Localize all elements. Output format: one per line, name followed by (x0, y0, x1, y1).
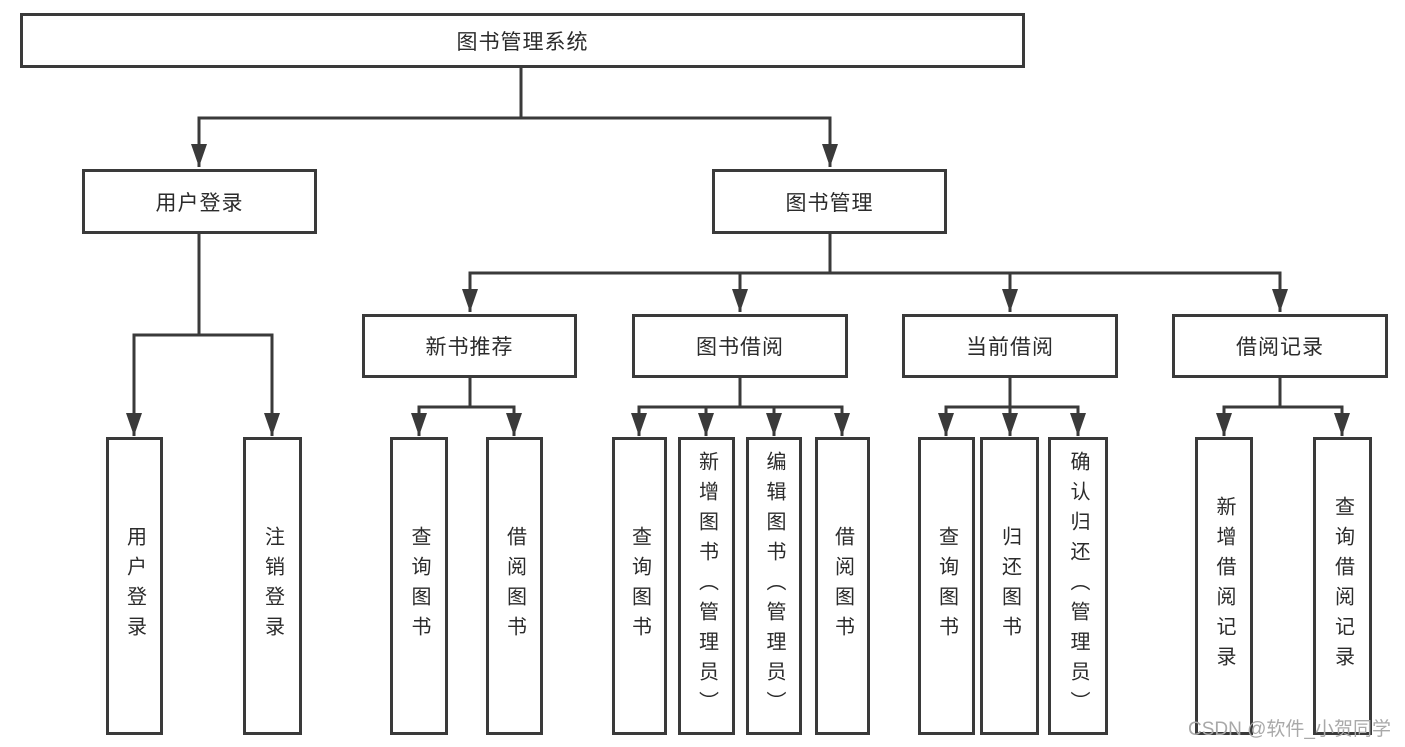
node-root-system: 图书管理系统 (20, 13, 1025, 68)
connector-book-borrow-children (631, 378, 850, 436)
leaf-query-books-borrow: 查询图书 (612, 437, 667, 735)
leaf-borrow-books-label: 借阅图书 (831, 526, 854, 646)
leaf-confirm-return-admin: 确认归还（管理员） (1048, 437, 1108, 735)
leaf-borrow-books-recommend: 借阅图书 (486, 437, 543, 735)
leaf-confirm-return-admin-label: 确认归还（管理员） (1067, 451, 1089, 721)
node-current-borrow: 当前借阅 (902, 314, 1118, 378)
connector-user-login-children (126, 234, 280, 436)
connector-current-borrow-children (938, 378, 1086, 436)
watermark: CSDN @软件_小贺同学 (1188, 719, 1391, 740)
leaf-add-books-admin-label: 新增图书（管理员） (695, 451, 718, 721)
leaf-user-login-label: 用户登录 (123, 526, 146, 646)
leaf-query-borrow-record: 查询借阅记录 (1313, 437, 1372, 735)
leaf-edit-books-admin: 编辑图书（管理员） (746, 437, 802, 735)
leaf-add-borrow-record-label: 新增借阅记录 (1213, 496, 1235, 676)
node-root-label: 图书管理系统 (456, 30, 589, 54)
leaf-query-borrow-record-label: 查询借阅记录 (1331, 496, 1354, 676)
node-book-management: 图书管理 (712, 169, 947, 234)
leaf-user-login: 用户登录 (106, 437, 163, 735)
leaf-logout-label: 注销登录 (261, 526, 284, 646)
connector-root-to-level2 (191, 68, 838, 167)
leaf-query-books-current: 查询图书 (918, 437, 975, 735)
leaf-borrow-books: 借阅图书 (815, 437, 870, 735)
leaf-edit-books-admin-label: 编辑图书（管理员） (763, 451, 785, 721)
connector-book-management-children (462, 234, 1288, 312)
leaf-query-books-recommend-label: 查询图书 (408, 526, 430, 646)
leaf-return-books-label: 归还图书 (998, 526, 1021, 646)
node-new-book-recommend-label: 新书推荐 (425, 336, 514, 359)
node-user-login: 用户登录 (82, 169, 317, 234)
leaf-logout: 注销登录 (243, 437, 302, 735)
connector-borrow-records-children (1216, 378, 1350, 436)
leaf-query-books-current-label: 查询图书 (935, 526, 958, 646)
node-borrow-records: 借阅记录 (1172, 314, 1388, 378)
node-book-management-label: 图书管理 (785, 191, 874, 215)
node-current-borrow-label: 当前借阅 (966, 336, 1054, 359)
leaf-add-books-admin: 新增图书（管理员） (678, 437, 735, 735)
node-book-borrow: 图书借阅 (632, 314, 848, 378)
leaf-query-books-borrow-label: 查询图书 (628, 526, 651, 646)
connector-new-book-children (411, 378, 522, 436)
leaf-borrow-books-recommend-label: 借阅图书 (503, 526, 526, 646)
leaf-add-borrow-record: 新增借阅记录 (1195, 437, 1253, 735)
node-user-login-label: 用户登录 (155, 191, 244, 215)
node-book-borrow-label: 图书借阅 (696, 336, 784, 359)
node-borrow-records-label: 借阅记录 (1236, 336, 1324, 359)
leaf-query-books-recommend: 查询图书 (390, 437, 448, 735)
leaf-return-books: 归还图书 (980, 437, 1039, 735)
node-new-book-recommend: 新书推荐 (362, 314, 577, 378)
